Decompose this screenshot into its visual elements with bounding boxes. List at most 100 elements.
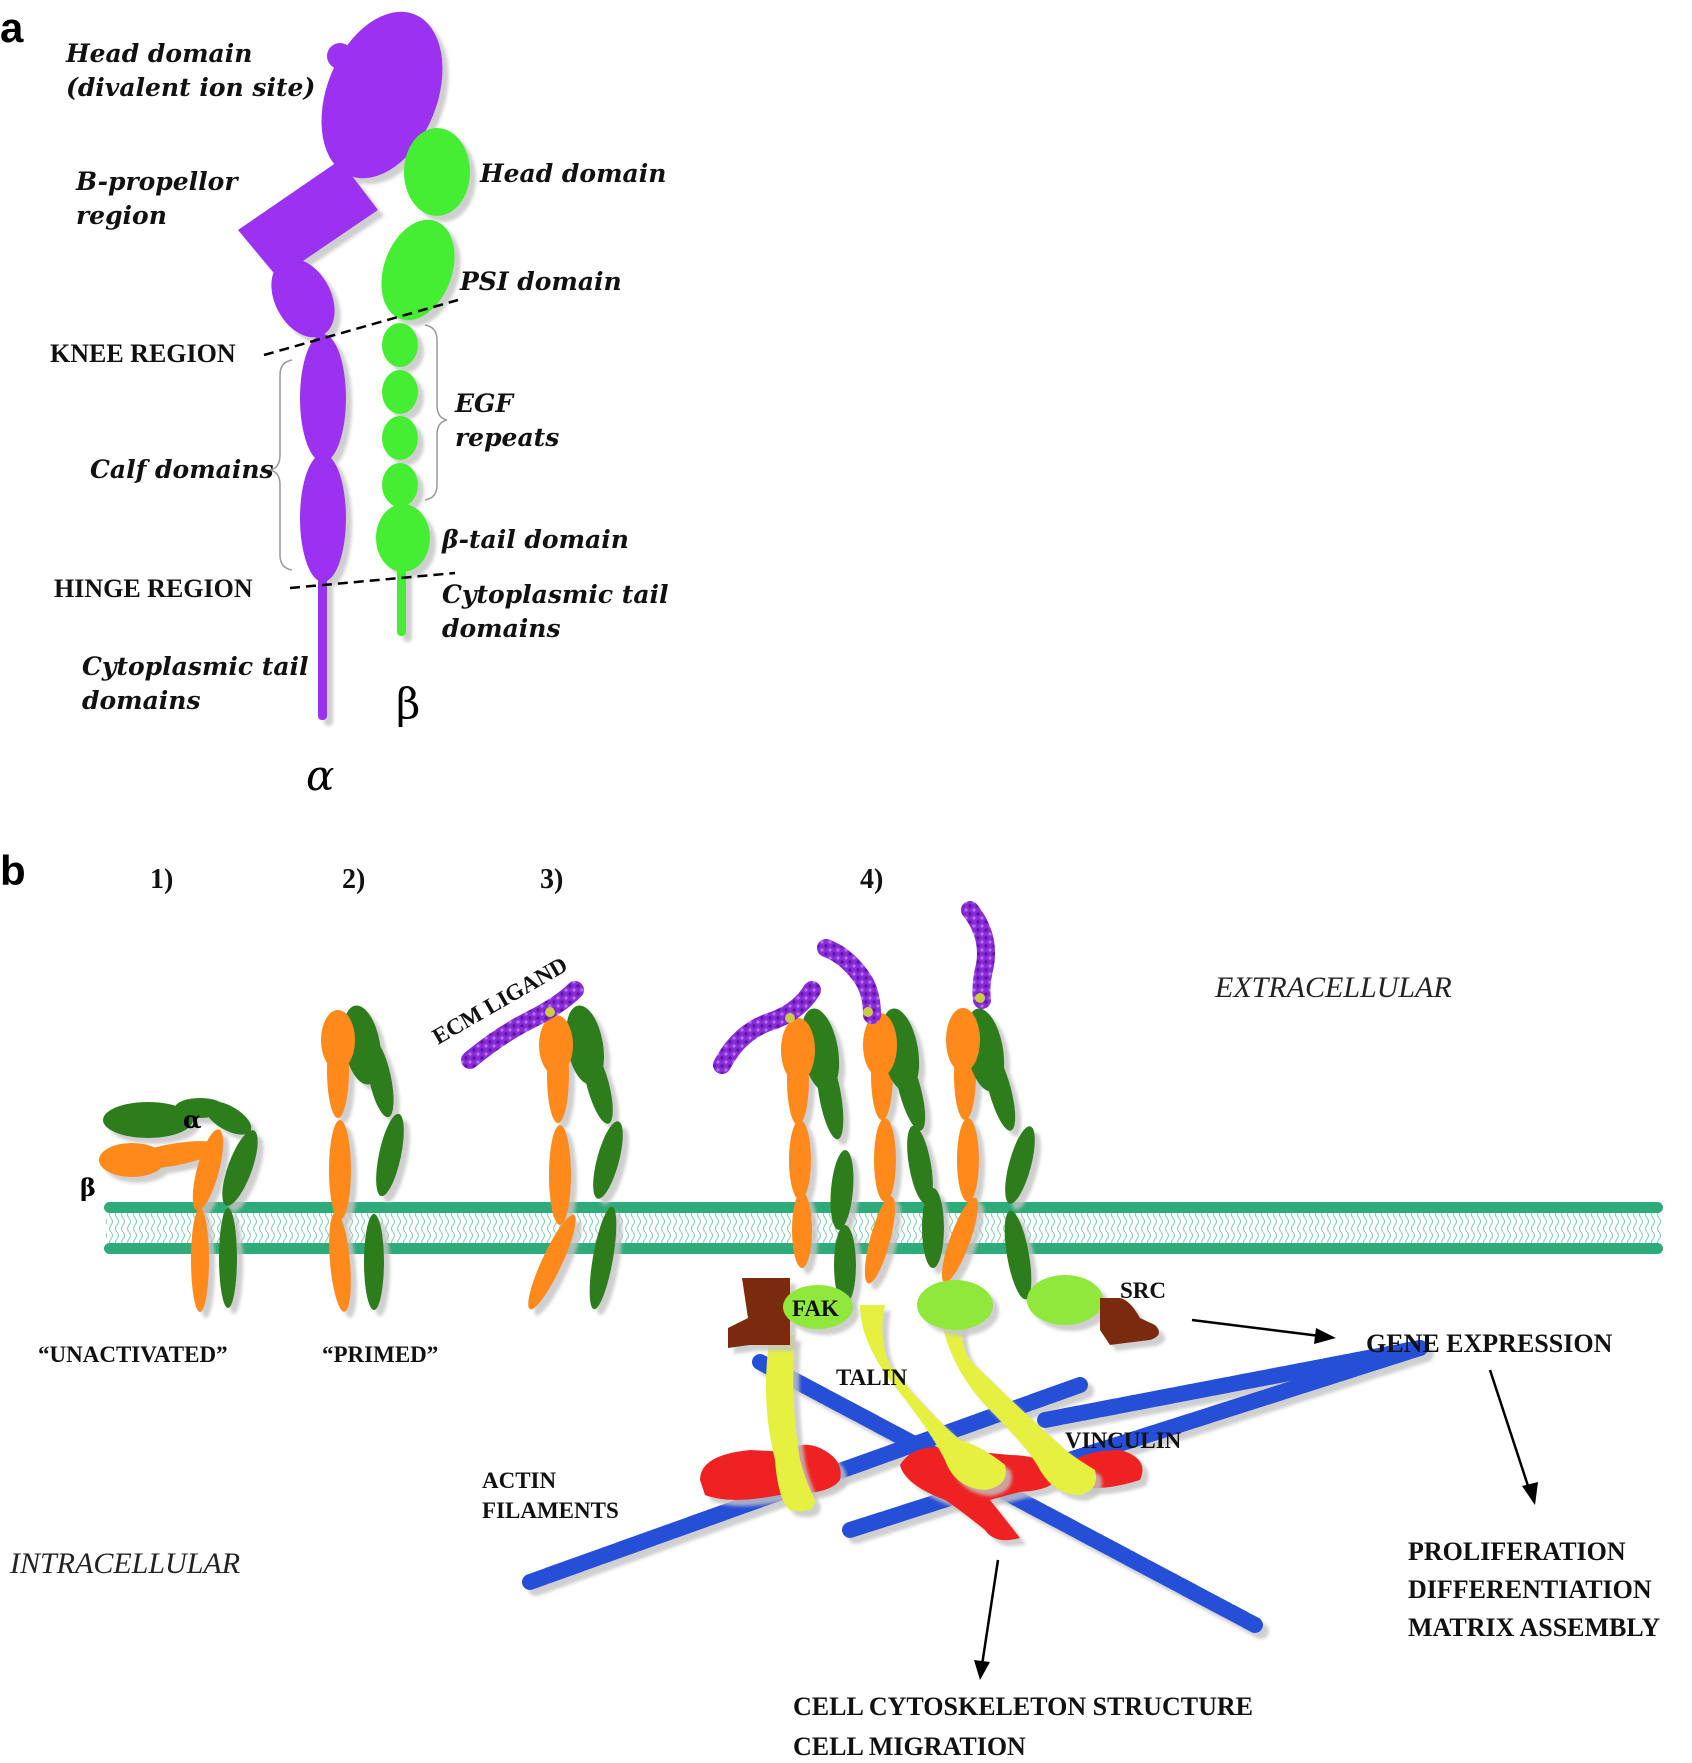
i4a-beta-leg-2 [830, 1150, 854, 1230]
fak-protein [783, 1285, 853, 1329]
label-actin-1: ACTIN [482, 1468, 557, 1493]
label-head-alpha-2: (divalent ion site) [66, 73, 315, 102]
i4a-beta-tm [834, 1225, 856, 1305]
label-calf: Calf domains [90, 455, 274, 484]
label-cyto-alpha-1: Cytoplasmic tail [82, 652, 309, 681]
alpha-tail [318, 578, 327, 720]
i4b-alpha-leg-2 [874, 1118, 896, 1202]
label-btail: β-tail domain [441, 525, 629, 554]
label-hinge: HINGE REGION [54, 574, 253, 603]
label-vinculin: VINCULIN [1065, 1428, 1182, 1453]
i4b-beta-leg-2 [907, 1125, 933, 1205]
i4a-alpha-leg-2 [789, 1120, 811, 1200]
bound-beta-tm [589, 1206, 617, 1310]
arrow-to-cytoskeleton-head [974, 1660, 990, 1680]
ecm-ligand-4b [817, 939, 881, 1024]
unact-beta-psi [175, 1098, 225, 1118]
bound-beta-head [565, 1005, 605, 1085]
beta-tail-4b [917, 1280, 993, 1330]
label-intracellular: INTRACELLULAR [9, 1547, 240, 1580]
arrow-to-proliferation-head [1522, 1482, 1538, 1505]
label-src: SRC [1120, 1278, 1166, 1303]
label-cyto-beta-1: Cytoplasmic tail [442, 580, 669, 609]
i4b-alpha-head [863, 1013, 897, 1077]
integrin-4c [941, 1008, 1035, 1300]
alpha-calf-2 [300, 454, 346, 582]
alpha-chain [238, 11, 443, 720]
integrin-4a [781, 1008, 856, 1305]
integrin-unactivated [99, 1098, 258, 1312]
step-4-label: 4) [860, 864, 883, 895]
arrow-to-gene-expression-head [1314, 1328, 1336, 1344]
unact-beta-leg [222, 1130, 258, 1206]
unact-alpha-symbol: α [183, 1105, 201, 1134]
i4b-alpha-tm [864, 1196, 896, 1284]
beta-egf-1 [382, 323, 418, 367]
beta-psi-domain [381, 219, 455, 321]
label-migration: CELL MIGRATION [793, 1732, 1026, 1761]
src-left [728, 1278, 790, 1348]
arrow-to-proliferation [1488, 1369, 1532, 1493]
integrin-primed [321, 1005, 404, 1312]
alpha-calf-1 [300, 334, 346, 462]
primed-alpha-head [321, 1010, 355, 1070]
beta-tail-domain [376, 504, 430, 572]
label-head-beta: Head domain [479, 159, 666, 188]
label-actin-2: FILAMENTS [482, 1498, 619, 1523]
label-cytoskeleton: CELL CYTOSKELETON STRUCTURE [793, 1692, 1253, 1721]
label-psi: PSI domain [459, 267, 622, 296]
alpha-ion-site [327, 43, 353, 69]
ecm-ligand-3 [461, 981, 584, 1069]
label-knee: KNEE REGION [50, 339, 236, 368]
ligand-binding-site-4c [975, 993, 985, 1003]
beta-egf-3 [382, 416, 418, 460]
i4c-beta-tm [1004, 1210, 1032, 1300]
alpha-symbol: α [306, 751, 334, 800]
beta-tail [397, 568, 406, 636]
label-talin: TALIN [836, 1365, 908, 1390]
i4c-alpha-leg-2 [957, 1118, 979, 1202]
panel-b-letter: b [0, 847, 26, 894]
step-1-label: 1) [150, 864, 173, 895]
label-primed: “PRIMED” [322, 1342, 438, 1367]
label-cyto-beta-2: domains [442, 614, 561, 643]
label-bprop-2: region [76, 201, 167, 230]
label-fak: FAK [792, 1296, 839, 1321]
alpha-thigh [271, 258, 335, 338]
beta-tail-4c [1027, 1275, 1103, 1325]
talin-proteins [766, 1305, 1096, 1512]
beta-symbol: β [396, 679, 420, 728]
label-egf-1: EGF [454, 389, 515, 418]
ligand-binding-site-4b [863, 1007, 873, 1017]
ligand-binding-site-4a [785, 1013, 795, 1023]
i4c-alpha-tm [941, 1197, 979, 1283]
i4a-alpha-head [781, 1018, 815, 1082]
ecm-ligand-4a [713, 981, 821, 1074]
bound-beta-leg-2 [593, 1121, 623, 1199]
label-gene-expression: GENE EXPRESSION [1366, 1329, 1613, 1358]
panel-b: b 1) 2) 3) 4) EXTRACELLULAR INTRACELLULA… [0, 847, 1663, 1761]
calf-brace [269, 359, 293, 571]
ecm-ligand-4c [961, 901, 995, 1009]
beta-head [404, 128, 470, 216]
beta-egf-2 [382, 370, 418, 414]
egf-brace [424, 324, 448, 501]
beta-egf-4 [382, 463, 418, 507]
bound-alpha-tm [528, 1214, 576, 1310]
vinculin-1 [700, 1444, 841, 1500]
src-protein [1100, 1298, 1159, 1345]
unact-beta-tm [219, 1208, 237, 1308]
vinculin-2 [900, 1447, 1060, 1541]
unact-beta-symbol: β [80, 1173, 96, 1202]
primed-alpha-tm [329, 1212, 351, 1312]
primed-beta-tm [364, 1214, 384, 1310]
primed-beta-leg-2 [376, 1113, 404, 1197]
knee-line [263, 298, 459, 357]
panel-a-letter: a [0, 4, 24, 51]
i4a-alpha-tm [792, 1192, 812, 1268]
beta-chain [376, 128, 470, 636]
signal-arrows [974, 1318, 1538, 1680]
ligand-binding-site-3 [545, 1007, 555, 1017]
talin-1 [766, 1335, 815, 1512]
